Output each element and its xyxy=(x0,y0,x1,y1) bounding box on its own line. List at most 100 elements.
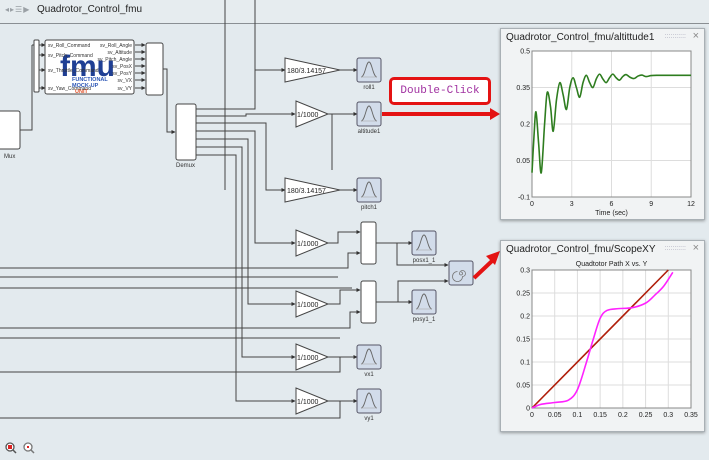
fmu-output-port: sv_Roll_Angle xyxy=(100,43,132,49)
x-tick-label: 0.35 xyxy=(684,412,698,419)
scope-vy[interactable]: vy1 xyxy=(356,388,382,422)
gain-pitch[interactable]: 180/3.14157 xyxy=(284,177,341,203)
gain-vx[interactable]: 1/1000 xyxy=(295,343,330,371)
gain-altitude-label: 1/1000 xyxy=(297,112,319,119)
scope-posx[interactable]: posx1_1 xyxy=(411,230,437,264)
drag-grip-icon[interactable]: ::::::::::: xyxy=(664,245,686,252)
forward-icon[interactable]: ▸ xyxy=(10,5,16,14)
close-icon[interactable]: × xyxy=(692,242,699,254)
xy-chart: Quadtotor Path X vs. Y 0 0.05 0.1 0.15 0.2 0.2… xyxy=(516,261,698,419)
window-title: Quadrotor_Control_fmu/altittude1 xyxy=(506,32,655,43)
fmu-output-port: sv_VX xyxy=(118,78,133,84)
fmu-output-port: sv_Pitch_Angle xyxy=(98,57,133,63)
gain-roll[interactable]: 180/3.14157 xyxy=(284,57,341,83)
fmu-output-port: sv_PosY xyxy=(112,71,132,77)
scope-altitude-label: altitude1 xyxy=(358,129,381,135)
scope-altitude[interactable]: altitude1 xyxy=(356,101,382,135)
y-tick-label: 0.2 xyxy=(520,122,530,129)
scope-vy-label: vy1 xyxy=(364,416,374,422)
scope-vx[interactable]: vx1 xyxy=(356,344,382,378)
bus-mux-block[interactable] xyxy=(145,42,164,96)
chart-title: Quadtotor Path X vs. Y xyxy=(576,261,648,268)
scope-roll[interactable]: roll1 xyxy=(356,57,382,91)
scope-xy-block[interactable] xyxy=(448,260,474,286)
y-tick-label: 0.05 xyxy=(516,383,530,390)
posx-mux-block[interactable] xyxy=(360,221,377,265)
drag-grip-icon[interactable]: ::::::::::: xyxy=(664,33,686,40)
close-icon[interactable]: × xyxy=(692,30,699,42)
scope-posy[interactable]: posy1_1 xyxy=(411,289,437,323)
demux-label: Demux xyxy=(176,163,195,169)
scope-pitch[interactable]: pitch1 xyxy=(356,177,382,211)
x-tick-label: 0.3 xyxy=(663,412,673,419)
y-tick-label: 0.1 xyxy=(520,360,530,367)
play-arrow-icon[interactable]: ▶ xyxy=(23,5,31,14)
mux-label: Mux xyxy=(4,154,15,160)
x-tick-label: 0.25 xyxy=(639,412,653,419)
y-tick-label: 0.05 xyxy=(516,158,530,165)
x-tick-label: 0.05 xyxy=(548,412,562,419)
gain-altitude[interactable]: 1/1000 xyxy=(295,100,330,128)
y-tick-label: 0.25 xyxy=(516,291,530,298)
zoom-in-icon[interactable] xyxy=(5,442,17,454)
gain-posy[interactable]: 1/1000 xyxy=(295,290,330,318)
x-tick-label: 0.15 xyxy=(593,412,607,419)
fmu-block[interactable]: fmu FUNCTIONAL MOCK-UP UNIT sv_Roll_Comm… xyxy=(44,39,135,95)
plot-border xyxy=(531,269,692,409)
scope-vx-label: vx1 xyxy=(364,372,374,378)
zoom-controls xyxy=(4,441,38,460)
back-icon[interactable]: ◂ xyxy=(5,5,11,14)
x-tick-label: 3 xyxy=(570,201,574,208)
y-tick-label: 0.5 xyxy=(520,49,530,56)
scope-window-altitude[interactable]: Quadrotor_Control_fmu/altittude1 :::::::… xyxy=(500,28,705,220)
y-tick-label: 0.3 xyxy=(520,268,530,275)
input-mux-bar[interactable] xyxy=(33,39,40,93)
x-tick-label: 0 xyxy=(530,412,534,419)
zoom-fit-icon[interactable] xyxy=(23,442,35,454)
gain-vy[interactable]: 1/1000 xyxy=(295,387,330,415)
fmu-output-port: sv_Altitude xyxy=(108,50,133,56)
list-icon[interactable]: ☰ xyxy=(15,5,24,14)
double-click-callout: Double-Click xyxy=(389,77,491,105)
gain-vx-label: 1/1000 xyxy=(297,355,319,362)
wires xyxy=(0,0,449,419)
breadcrumb[interactable]: Quadrotor_Control_fmu xyxy=(37,4,143,15)
scope-window-xy[interactable]: Quadrotor_Control_fmu/ScopeXY ::::::::::… xyxy=(500,240,705,432)
scope-roll-label: roll1 xyxy=(363,85,375,91)
demux-block[interactable]: Demux xyxy=(175,103,197,169)
fmu-input-port: sv_Pitch_Command xyxy=(48,53,93,59)
nav-icons[interactable]: ◂▸☰▶ xyxy=(5,5,30,14)
mux-block[interactable]: Mux xyxy=(0,110,21,160)
window-title: Quadrotor_Control_fmu/ScopeXY xyxy=(506,244,656,255)
gain-roll-label: 180/3.14157 xyxy=(287,68,326,75)
fmu-input-port: sv_Yaw_Command xyxy=(48,86,91,92)
fmu-input-port: sv_Roll_Command xyxy=(48,43,90,49)
y-tick-label: 0.2 xyxy=(520,314,530,321)
series-line-reference xyxy=(531,269,669,409)
plot-border xyxy=(531,50,692,198)
fmu-subtitle-functional: FUNCTIONAL xyxy=(72,77,108,83)
y-tick-label: 0.35 xyxy=(516,85,530,92)
gain-posy-label: 1/1000 xyxy=(297,302,319,309)
scope-posx-label: posx1_1 xyxy=(413,258,436,264)
scope-posy-label: posy1_1 xyxy=(413,317,436,323)
gain-posx[interactable]: 1/1000 xyxy=(295,229,330,257)
fmu-input-port: sv_Throttle_Command xyxy=(48,68,99,74)
scope-pitch-label: pitch1 xyxy=(361,205,378,211)
fmu-output-port: sv_VY xyxy=(118,86,133,92)
posy-mux-block[interactable] xyxy=(360,280,377,324)
series-line-altitude xyxy=(531,73,691,174)
x-axis-label: Time (sec) xyxy=(595,210,628,217)
x-tick-label: 0.2 xyxy=(618,412,628,419)
x-tick-label: 6 xyxy=(610,201,614,208)
callout-arrows xyxy=(382,108,500,280)
x-tick-label: 12 xyxy=(687,201,695,208)
x-tick-label: 9 xyxy=(649,201,653,208)
y-tick-label: 0 xyxy=(526,406,530,413)
fmu-output-port: sv_PosX xyxy=(112,64,132,70)
x-tick-label: 0 xyxy=(530,201,534,208)
fmu-subtitle-mockup: MOCK-UP xyxy=(72,83,99,89)
fmu-logo: fmu xyxy=(60,50,115,83)
